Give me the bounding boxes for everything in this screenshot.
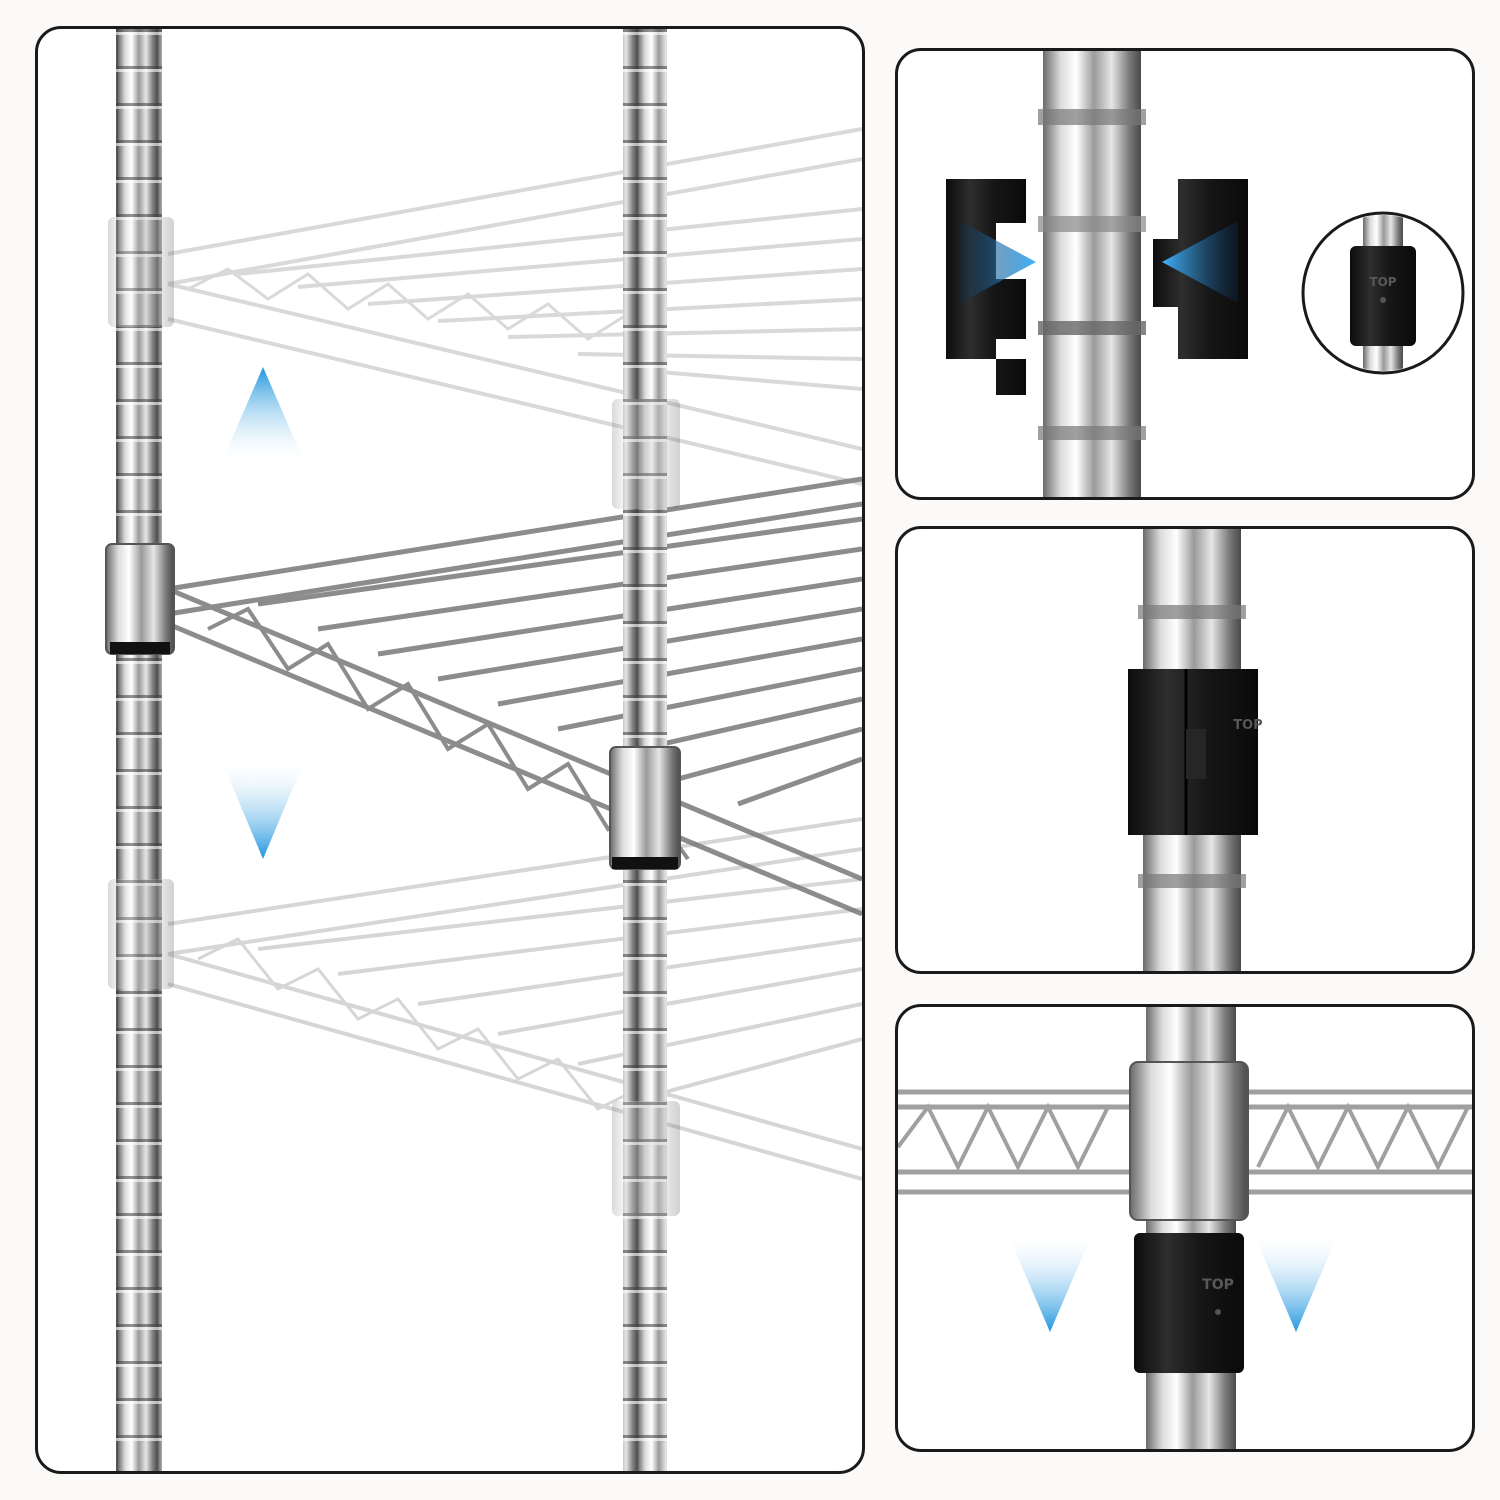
sleeve-top-marking: TOP [1233, 718, 1262, 733]
left-shelf-collar [105, 543, 175, 655]
lower-wire-shelf [167, 817, 862, 1181]
black-sleeve-clip [1134, 1233, 1244, 1373]
middle-wire-shelf [167, 476, 862, 917]
clip-top-marking: TOP [1202, 1277, 1234, 1293]
clip-installed-illustration: TOP [1128, 529, 1263, 971]
chrome-shelf-collar [1129, 1061, 1249, 1221]
inset-top-marking: TOP [1369, 275, 1396, 289]
shelf-assembly-panel [35, 26, 865, 1474]
down-arrow-icon [223, 764, 303, 859]
shelf-attach-panel: TOP [895, 1004, 1475, 1452]
clip-halves-illustration: TOP [946, 51, 1465, 497]
clip-halves-panel: TOP [895, 48, 1475, 500]
left-arrow-icon [1162, 221, 1238, 303]
down-arrow-icon [1010, 1239, 1090, 1332]
pole [1043, 51, 1141, 497]
left-lower-faded-collar [108, 879, 174, 989]
up-arrow-icon [223, 367, 303, 459]
right-upper-faded-collar [612, 399, 680, 509]
right-arrow-icon [960, 221, 1036, 303]
down-arrow-icon [1256, 1239, 1336, 1332]
left-upper-faded-collar [108, 217, 174, 327]
right-lower-faded-collar [612, 1101, 680, 1216]
clip-detail-inset: TOP [1301, 211, 1465, 375]
clip-installed-panel: TOP [895, 526, 1475, 974]
right-shelf-collar [609, 746, 681, 870]
shelf-attach-illustration: TOP [898, 1007, 1472, 1449]
shelf-assembly-illustration [105, 29, 862, 1471]
